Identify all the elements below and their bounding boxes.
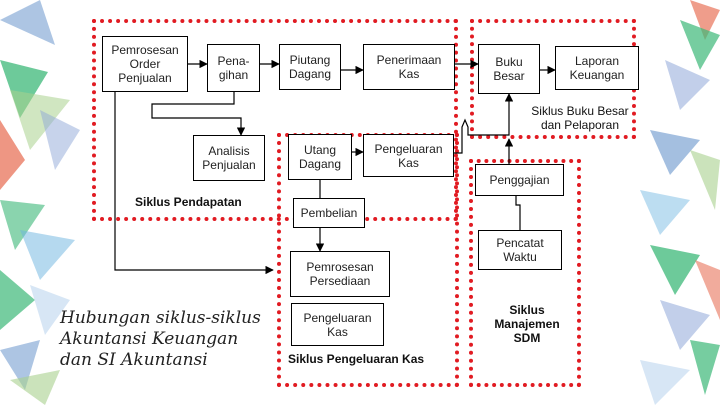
box-pengeluaran-kas-top: Pengeluaran Kas (363, 134, 454, 177)
zone-siklus-manajemen-sdm (469, 159, 581, 387)
zone-siklus-pendapatan (92, 19, 458, 221)
box-pencatat-waktu: Pencatat Waktu (478, 230, 562, 270)
box-utang-dagang: Utang Dagang (288, 134, 352, 180)
arrow-order-to-persediaan (114, 92, 274, 275)
box-pembelian: Pembelian (293, 198, 365, 228)
box-laporan-keuangan: Laporan Keuangan (555, 46, 639, 90)
caption-hubungan-siklus: Hubungan siklus-siklus Akuntansi Keuanga… (60, 308, 261, 370)
box-analisis-penjualan: Analisis Penjualan (193, 135, 265, 181)
box-pemrosesan-persediaan: Pemrosesan Persediaan (290, 251, 390, 297)
label-siklus-pendapatan: Siklus Pendapatan (135, 195, 242, 209)
box-penggajian: Penggajian (475, 164, 564, 196)
box-pengeluaran-kas-bottom: Pengeluaran Kas (291, 303, 384, 346)
arrow-penagihan-to-analisis (151, 92, 246, 136)
label-siklus-pengeluaran-kas: Siklus Pengeluaran Kas (288, 352, 425, 366)
label-siklus-manajemen-sdm: Siklus Manajemen SDM (494, 303, 560, 345)
box-penerimaan-kas: Penerimaan Kas (363, 44, 455, 90)
link-penggajian-to-pencatat (515, 196, 521, 230)
box-buku-besar: Buku Besar (478, 44, 540, 94)
label-siklus-buku-besar: Siklus Buku Besar dan Pelaporan (531, 104, 629, 132)
box-piutang-dagang: Piutang Dagang (279, 44, 341, 90)
arrow-pengeluaran-to-bukubesar (454, 93, 514, 154)
box-penagihan: Pena- gihan (207, 44, 260, 92)
box-pemrosesan-order-penjualan: Pemrosesan Order Penjualan (102, 36, 188, 92)
